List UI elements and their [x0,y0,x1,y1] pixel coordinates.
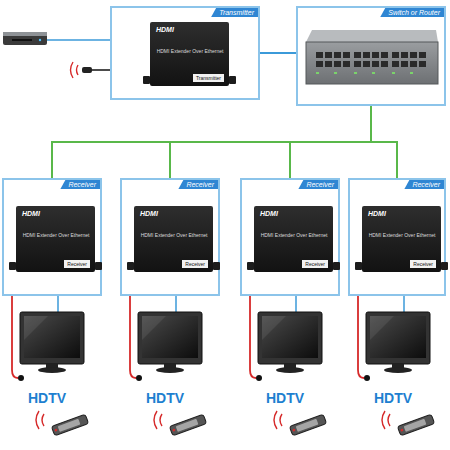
box-title-tab: Switch or Router [380,8,444,17]
brand-logo: HDMI [22,210,40,218]
product-name: HDMI Extender Over Ethernet [141,232,208,238]
extender-unit: HDMI HDMI Extender Over EthernetReceiver [134,206,213,272]
box-title-tab: Transmitter [211,8,258,17]
extender-unit: HDMI HDMI Extender Over EthernetReceiver [16,206,95,272]
brand-logo: HDMI [140,210,158,218]
hdtv-set [250,296,327,436]
device-box: ReceiverHDMIHDMI Extender Over EthernetR… [240,178,340,296]
unit-tag: Receiver [302,260,328,268]
box-title-tab: Receiver [178,180,218,189]
network-cable [52,106,371,178]
device-box: ReceiverHDMIHDMI Extender Over EthernetR… [2,178,102,296]
product-name: HDMI Extender Over Ethernet [369,232,436,238]
box-title-tab: Receiver [60,180,100,189]
ir-emitter [71,62,111,78]
product-name: HDMI Extender Over Ethernet [157,48,224,54]
hdtv-set [130,296,207,436]
device-box: ReceiverHDMIHDMI Extender Over EthernetR… [348,178,446,296]
display-label: HDTV [266,390,304,406]
network-cable [371,106,397,178]
product-name: HDMI Extender Over Ethernet [23,232,90,238]
brand-logo: HDMI [156,26,174,34]
extender-unit: HDMI HDMI Extender Over EthernetReceiver [254,206,333,272]
unit-tag: Receiver [64,260,90,268]
brand-logo: HDMI [260,210,278,218]
hdtv-set [358,296,435,436]
unit-tag: Transmitter [193,74,224,82]
brand-logo: HDMI [368,210,386,218]
hdtv-set [12,296,89,436]
device-box: Switch or Router [296,6,446,106]
display-label: HDTV [28,390,66,406]
network-cable [290,106,371,178]
device-box: ReceiverHDMIHDMI Extender Over EthernetR… [120,178,220,296]
box-title-tab: Receiver [404,180,444,189]
network-cable [260,52,296,54]
extender-unit: HDMI HDMI Extender Over EthernetTransmitt… [150,22,229,86]
unit-tag: Receiver [410,260,436,268]
unit-tag: Receiver [182,260,208,268]
box-title-tab: Receiver [298,180,338,189]
display-label: HDTV [146,390,184,406]
extender-unit: HDMI HDMI Extender Over EthernetReceiver [362,206,441,272]
dvd-player [3,32,110,45]
network-cable [170,106,371,178]
display-label: HDTV [374,390,412,406]
device-box: TransmitterHDMIHDMI Extender Over Ethern… [110,6,260,100]
product-name: HDMI Extender Over Ethernet [261,232,328,238]
network-switch [306,30,438,84]
